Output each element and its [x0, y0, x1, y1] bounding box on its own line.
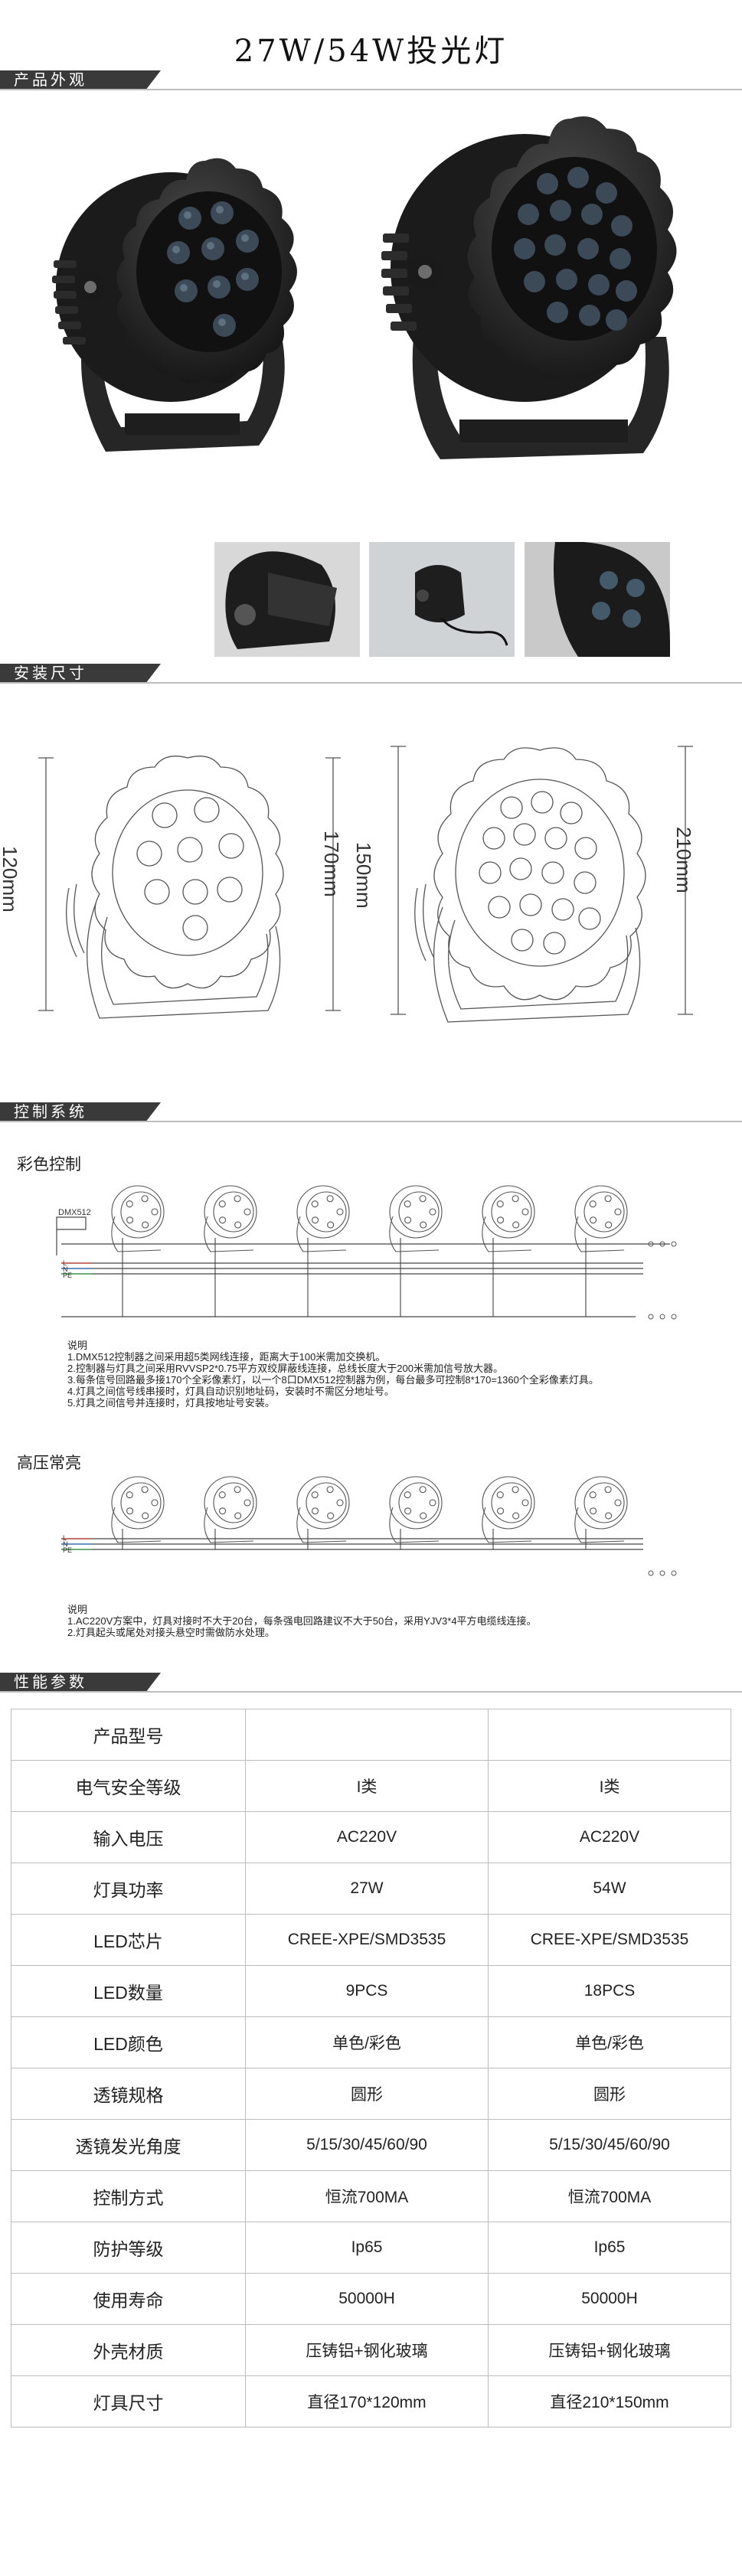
- spec-value-54w: 压铸铝+钢化玻璃: [488, 2324, 731, 2376]
- dimension-height-27w: 120mm: [0, 846, 21, 913]
- spec-key: LED数量: [11, 1965, 246, 2017]
- spec-value-27w: AC220V: [245, 1811, 489, 1863]
- spec-key: 外壳材质: [11, 2324, 246, 2376]
- spec-value-27w: 单色/彩色: [245, 2016, 489, 2068]
- section-title: 产品外观: [0, 70, 161, 90]
- high-voltage-notes: 说明 1.AC220V方案中，灯具对接时不大于20台，每条强电回路建议不大于50…: [67, 1604, 537, 1638]
- spec-key: 灯具尺寸: [11, 2375, 246, 2427]
- section-header-performance: 性能参数: [0, 1673, 742, 1693]
- section-title: 安装尺寸: [0, 664, 161, 684]
- spec-value-54w: 54W: [488, 1863, 731, 1915]
- section-title: 性能参数: [0, 1673, 161, 1693]
- spec-value-27w: 圆形: [245, 2068, 489, 2120]
- spec-value-54w: 单色/彩色: [488, 2016, 731, 2068]
- detail-thumbnail-lens: [525, 542, 670, 657]
- spec-value-54w: 圆形: [488, 2068, 731, 2120]
- rgb-lamp-icon: [296, 1185, 350, 1252]
- spec-key: 防护等级: [11, 2222, 246, 2274]
- rgb-wiring-diagram: [56, 1185, 677, 1320]
- spec-value-54w: CREE-XPE/SMD3535: [488, 1914, 731, 1966]
- detail-thumbnail-cable: [369, 542, 515, 657]
- rgb-control-title: 彩色控制: [17, 1156, 81, 1174]
- section-header-control: 控制系统: [0, 1102, 742, 1122]
- spec-value-27w: 恒流700MA: [245, 2170, 489, 2222]
- high-voltage-lamp-icon: [296, 1476, 350, 1543]
- rgb-lamp-icon: [574, 1185, 628, 1252]
- spec-value-27w: I类: [245, 1760, 489, 1812]
- spec-value-54w: 50000H: [488, 2273, 731, 2325]
- spec-value-27w: Ip65: [245, 2222, 489, 2274]
- spec-key: 使用寿命: [11, 2273, 246, 2325]
- dimension-width-27w: 170mm: [320, 831, 343, 897]
- spec-value-54w: 18PCS: [488, 1965, 731, 2017]
- spec-value-27w: 50000H: [245, 2273, 489, 2325]
- spec-value-27w: 5/15/30/45/60/90: [245, 2119, 489, 2171]
- spec-key: 灯具功率: [11, 1863, 246, 1915]
- spec-row: LED颜色单色/彩色单色/彩色: [11, 2016, 731, 2068]
- spec-row: 透镜规格圆形圆形: [11, 2068, 731, 2120]
- spec-value-54w: 恒流700MA: [488, 2170, 731, 2222]
- dmx-controller-label: DMX512: [58, 1208, 91, 1217]
- product-photo-54w: [381, 116, 677, 459]
- spec-value-54w: 5/15/30/45/60/90: [488, 2119, 731, 2171]
- high-voltage-wiring-diagram: [61, 1476, 677, 1576]
- high-voltage-lamp-icon: [482, 1476, 535, 1543]
- section-header-appearance: 产品外观: [0, 70, 742, 90]
- high-voltage-lamp-icon: [111, 1476, 165, 1543]
- section-title: 控制系统: [0, 1102, 161, 1122]
- high-voltage-lamp-icon: [389, 1476, 443, 1543]
- spec-value-54w: 直径210*150mm: [488, 2375, 731, 2427]
- rgb-lamp-icon: [482, 1185, 535, 1252]
- spec-value-54w: AC220V: [488, 1811, 731, 1863]
- spec-row: 产品型号: [11, 1709, 731, 1761]
- rgb-lamp-icon: [389, 1185, 443, 1252]
- dimension-height-54w: 150mm: [352, 842, 375, 909]
- spec-value-27w: 9PCS: [245, 1965, 489, 2017]
- high-voltage-lamp-icon: [574, 1476, 628, 1543]
- dimension-width-54w: 210mm: [672, 827, 695, 893]
- spec-value-27w: [245, 1709, 489, 1761]
- spec-value-54w: [488, 1709, 731, 1761]
- spec-key: LED颜色: [11, 2016, 246, 2068]
- spec-value-27w: 直径170*120mm: [245, 2375, 489, 2427]
- wire-labels-rgb: L N PE: [63, 1259, 73, 1279]
- spec-value-27w: 27W: [245, 1863, 489, 1915]
- spec-value-54w: I类: [488, 1760, 731, 1812]
- spec-key: 控制方式: [11, 2170, 246, 2222]
- install-drawing-54w: [391, 746, 693, 1023]
- spec-key: 输入电压: [11, 1811, 246, 1863]
- spec-key: 电气安全等级: [11, 1760, 246, 1812]
- page-title: 27W/54W投光灯: [234, 34, 508, 69]
- spec-value-27w: 压铸铝+钢化玻璃: [245, 2324, 489, 2376]
- rgb-lamp-icon: [204, 1185, 257, 1252]
- high-voltage-title: 高压常亮: [17, 1455, 81, 1472]
- detail-thumbnail-bracket: [214, 542, 360, 657]
- spec-row: 外壳材质压铸铝+钢化玻璃压铸铝+钢化玻璃: [11, 2324, 731, 2376]
- spec-value-54w: Ip65: [488, 2222, 731, 2274]
- spec-key: LED芯片: [11, 1914, 246, 1966]
- high-voltage-lamp-icon: [204, 1476, 257, 1543]
- spec-key: 产品型号: [11, 1709, 246, 1761]
- spec-key: 透镜规格: [11, 2068, 246, 2120]
- rgb-lamp-icon: [111, 1185, 165, 1252]
- rgb-control-notes: 说明 1.DMX512控制器之间采用超5类网线连接，距离大于100米需加交换机。…: [67, 1340, 599, 1409]
- spec-value-27w: CREE-XPE/SMD3535: [245, 1914, 489, 1966]
- product-photo-27w: [52, 158, 297, 452]
- install-drawing-27w: [38, 756, 341, 1019]
- section-header-install: 安装尺寸: [0, 664, 742, 684]
- wire-labels-hv: L N PE: [63, 1534, 73, 1554]
- spec-key: 透镜发光角度: [11, 2119, 246, 2171]
